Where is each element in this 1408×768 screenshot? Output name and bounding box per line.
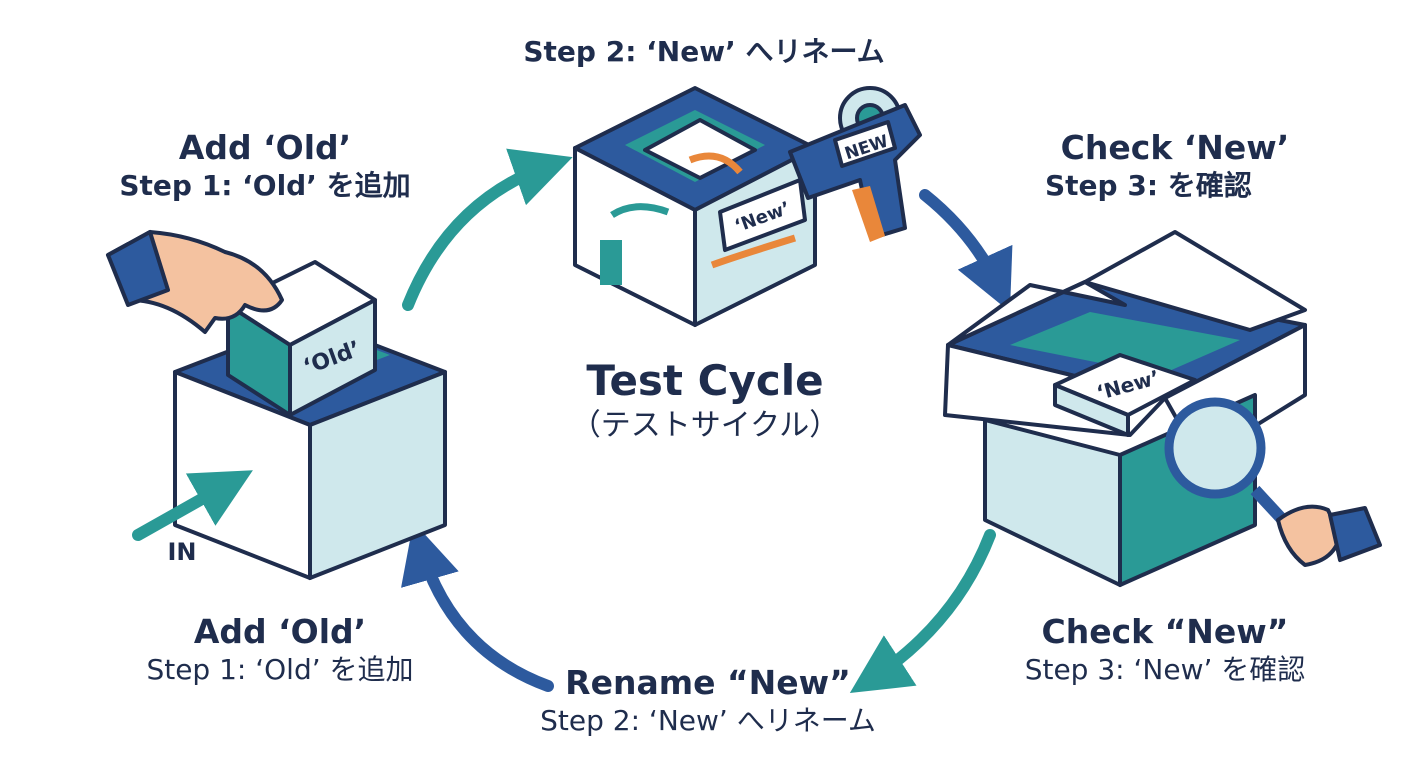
- rename-box-illustration: [573, 86, 922, 327]
- left-top-label: Add ‘Old’ Step 1: ‘Old’ を追加: [20, 128, 510, 204]
- top-step-label: Step 2: ‘New’ へリネーム: [434, 34, 974, 70]
- right-top-heading: Check ‘New’: [1060, 128, 1290, 167]
- bottom-heading: Rename “New”: [565, 663, 851, 702]
- right-top-label: Check ‘New’ Step 3: を確認: [990, 128, 1360, 204]
- top-step-text: Step 2: ‘New’ へリネーム: [523, 35, 885, 68]
- cycle-arrow-bottom-to-left: [401, 521, 554, 692]
- old-box-illustration: [106, 230, 447, 580]
- bottom-sub: Step 2: ‘New’ へリネーム: [540, 704, 876, 737]
- right-bottom-heading: Check “New”: [1041, 612, 1289, 651]
- cycle-arrow-right-to-bottom: [849, 529, 996, 694]
- in-arrow: [132, 470, 253, 541]
- center-title-block: Test Cycle （テストサイクル）: [540, 355, 870, 445]
- center-subtitle: （テストサイクル）: [570, 408, 840, 443]
- check-box-illustration: [943, 230, 1382, 587]
- left-bottom-sub: Step 1: ‘Old’ を追加: [146, 653, 414, 686]
- left-bottom-heading: Add ‘Old’: [193, 612, 367, 651]
- left-top-heading: Add ‘Old’: [178, 128, 352, 167]
- left-bottom-label: Add ‘Old’ Step 1: ‘Old’ を追加: [90, 612, 470, 688]
- left-top-sub: Step 1: ‘Old’ を追加: [119, 169, 411, 202]
- cycle-arrow-top-to-right: [919, 189, 1013, 312]
- right-top-sub: Step 3: を確認: [1045, 169, 1252, 202]
- right-bottom-label: Check “New” Step 3: ‘New’ を確認: [970, 612, 1360, 688]
- in-label: IN: [167, 538, 196, 566]
- cycle-arrow-left-to-top: [402, 148, 573, 311]
- center-title: Test Cycle: [586, 356, 824, 405]
- right-bottom-sub: Step 3: ‘New’ を確認: [1024, 653, 1306, 686]
- bottom-label: Rename “New” Step 2: ‘New’ へリネーム: [488, 663, 928, 739]
